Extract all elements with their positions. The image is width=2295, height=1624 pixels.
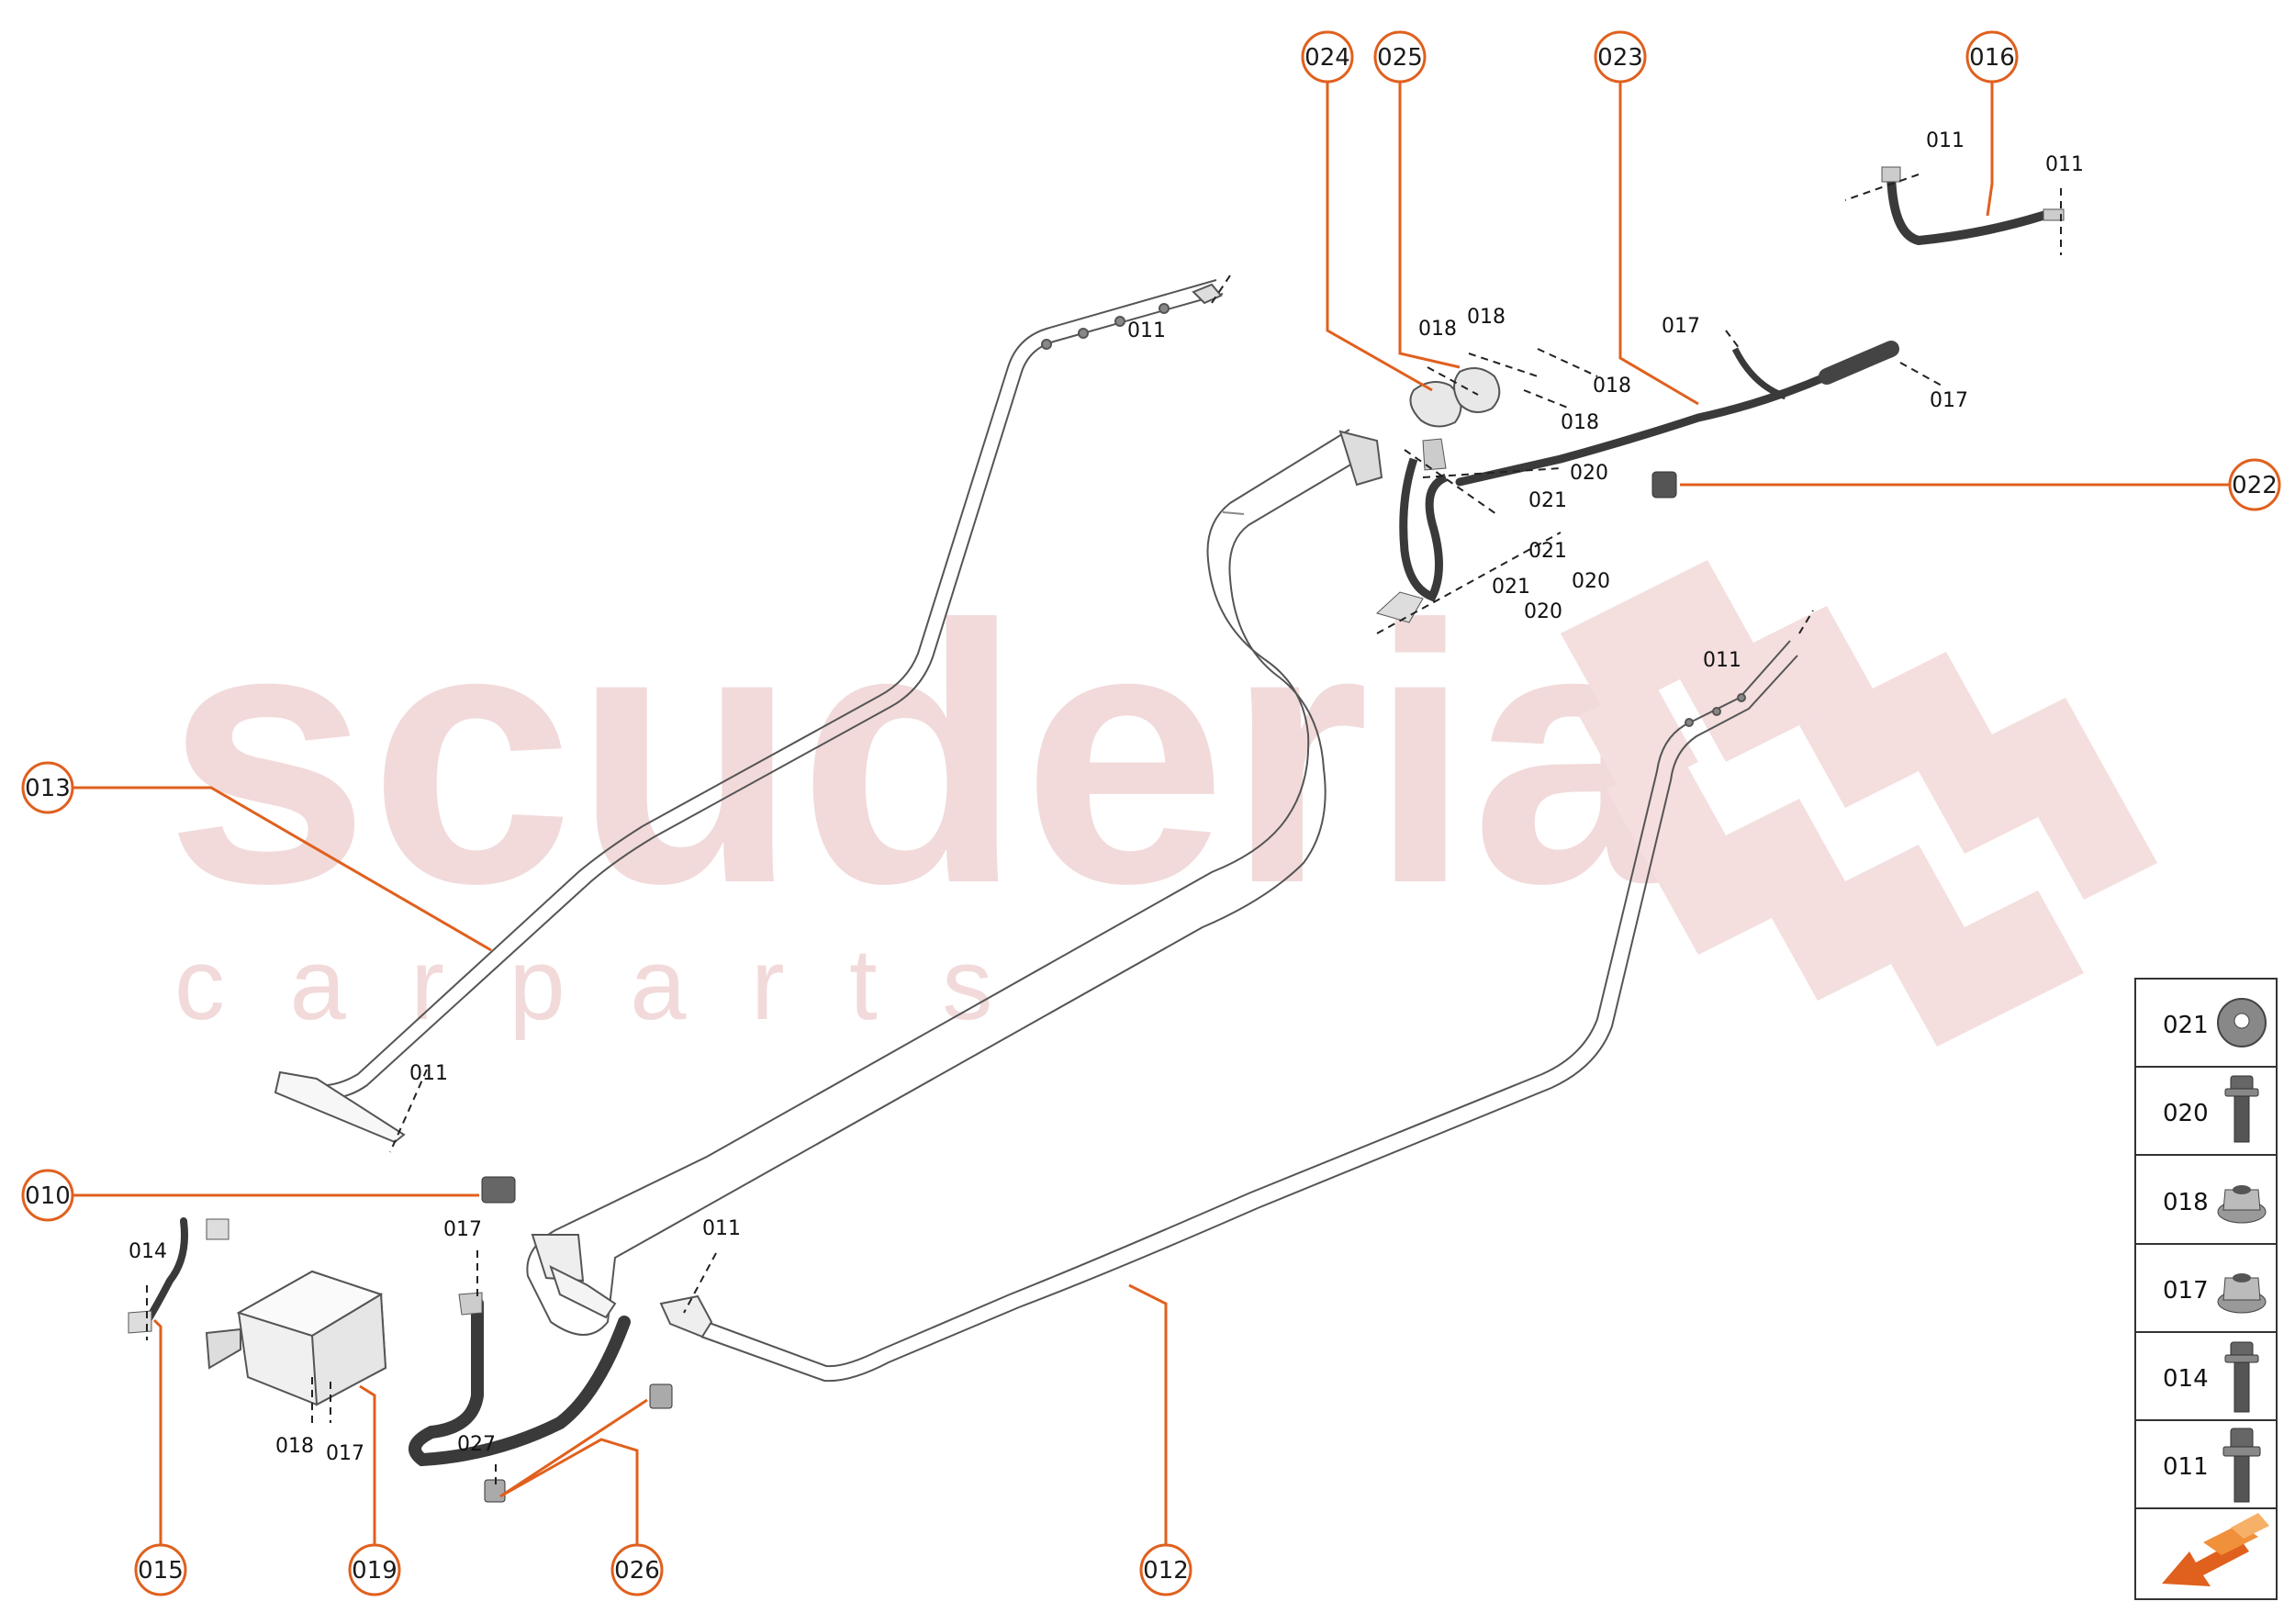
part-labels: 011 011 011 018 018 018 018 017 017 020 … [129,129,2084,1465]
callouts: 024 025 023 016 022 013 010 015 [21,30,2281,1596]
svg-text:012: 012 [1143,1557,1189,1585]
part-label: 017 [326,1442,364,1465]
part-label: 027 [457,1433,496,1456]
legend-row-020: 020 [2163,1075,2259,1143]
part-label: 021 [1492,576,1530,599]
grommet-022 [1651,471,1677,498]
svg-text:019: 019 [352,1557,397,1585]
part-label: 011 [1127,319,1166,342]
svg-text:026: 026 [614,1557,660,1585]
part-label: 014 [129,1240,167,1263]
svg-text:014: 014 [2163,1365,2209,1393]
watermark-brand: scuderia [165,549,1678,959]
callout-015[interactable]: 015 [134,1543,187,1596]
flange-nut-icon [2217,1185,2267,1224]
pipe-012 [526,429,1383,1336]
part-label: 021 [1528,540,1567,563]
callout-010[interactable]: 010 [21,1169,74,1222]
cable-harness-023 [1376,341,1899,623]
part-label: 011 [2045,153,2084,176]
legend-row-021: 021 [2163,998,2267,1047]
bolt-icon [2224,1341,2259,1413]
svg-text:025: 025 [1377,44,1423,72]
cable-014 [128,1217,230,1334]
ground-cable-017 [409,1292,631,1467]
watermark-tagline: c a r p a r t s [174,928,1011,1041]
legend-row-017: 017 [2163,1273,2267,1314]
svg-text:016: 016 [1969,44,2015,72]
svg-text:017: 017 [2163,1277,2209,1305]
watermark: scuderia c a r p a r t s [165,549,2157,1047]
svg-text:024: 024 [1304,44,1350,72]
callout-025[interactable]: 025 [1373,30,1427,84]
callout-019[interactable]: 019 [348,1543,401,1596]
svg-text:021: 021 [2163,1012,2209,1039]
legend-row-014: 014 [2163,1341,2259,1413]
svg-text:023: 023 [1597,44,1643,72]
callout-023[interactable]: 023 [1594,30,1647,84]
part-label: 021 [1528,489,1567,512]
part-label: 017 [443,1218,482,1241]
control-unit-019 [205,1270,387,1406]
part-label: 017 [1930,389,1968,412]
part-label: 011 [1926,129,1965,152]
svg-text:010: 010 [25,1182,71,1210]
part-label: 011 [702,1217,741,1240]
part-label: 020 [1524,600,1562,623]
checkered-flag-watermark [1561,560,2157,1047]
svg-text:013: 013 [25,775,71,802]
fastener-legend: 021 020 018 017 [2134,978,2278,1600]
callout-024[interactable]: 024 [1301,30,1354,84]
legend-row-011: 011 [2163,1428,2261,1503]
part-label: 018 [1593,375,1631,398]
svg-text:011: 011 [2163,1453,2209,1481]
leader-lines [66,81,2231,1547]
svg-text:018: 018 [2163,1189,2209,1216]
connector-010 [481,1176,516,1204]
callout-022[interactable]: 022 [2228,458,2281,511]
part-label: 018 [1467,306,1506,329]
part-label: 018 [1418,318,1457,341]
clip-026 [649,1383,673,1409]
part-label: 020 [1570,462,1608,485]
callout-012[interactable]: 012 [1139,1543,1192,1596]
callout-016[interactable]: 016 [1965,30,2019,84]
part-label: 017 [1662,315,1700,338]
pipe-012-lower [659,640,1798,1383]
callout-013[interactable]: 013 [21,761,74,814]
legend-row-018: 018 [2163,1185,2267,1224]
part-label: 018 [275,1435,314,1458]
svg-text:022: 022 [2232,472,2278,499]
washer-icon [2217,998,2267,1047]
direction-arrow-icon [2162,1513,2269,1586]
bolt-icon [2224,1075,2259,1143]
pipe-013 [274,279,1224,1144]
washers-018 [1409,367,1501,428]
part-label: 011 [409,1062,448,1085]
stud-bolt-icon [2222,1428,2261,1503]
svg-text:020: 020 [2163,1100,2209,1127]
dashed-guides [146,174,2062,1485]
svg-text:015: 015 [138,1557,184,1585]
callout-026[interactable]: 026 [610,1543,664,1596]
cable-016 [1881,166,2065,246]
flange-nut-icon [2217,1273,2267,1314]
part-label: 018 [1561,411,1599,434]
part-label: 011 [1703,649,1741,672]
part-label: 020 [1572,570,1610,593]
